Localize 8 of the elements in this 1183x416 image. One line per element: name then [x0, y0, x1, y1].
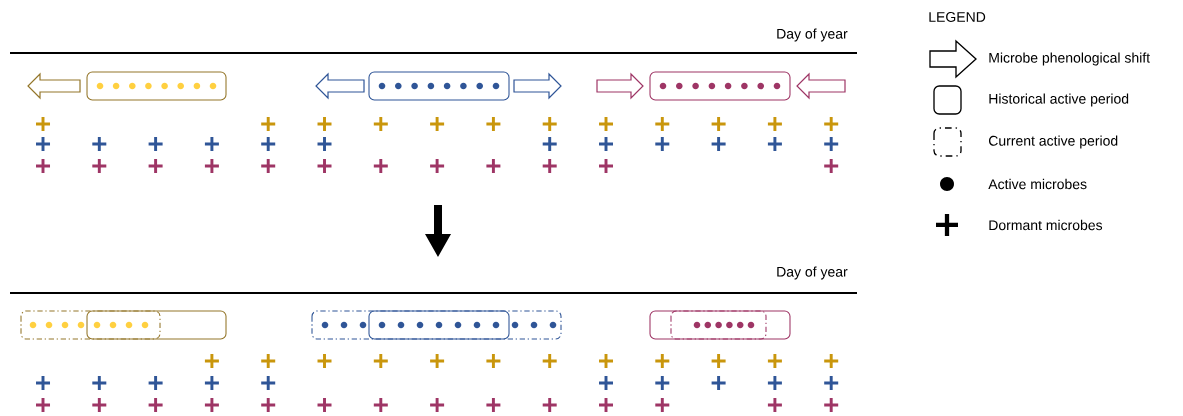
- legend-heading: LEGEND: [929, 12, 986, 22]
- axis-label: Day of year: [777, 28, 848, 42]
- legend-label: Microbe phenological shift: [989, 52, 1150, 66]
- legend-label: Dormant microbes: [989, 219, 1103, 231]
- legend-label: Current active period: [989, 135, 1118, 149]
- axis-label: Day of year: [777, 266, 848, 280]
- legend-label: Historical active period: [989, 93, 1129, 107]
- legend-label: Active microbes: [988, 178, 1087, 190]
